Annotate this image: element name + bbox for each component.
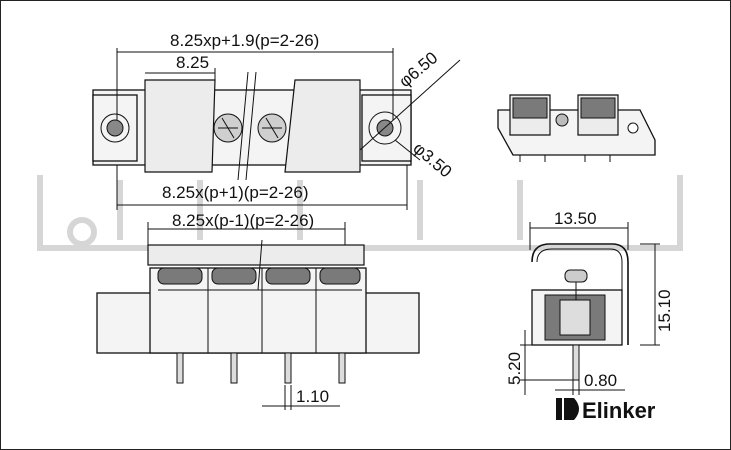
top-view xyxy=(92,48,461,210)
dim-front-span: 8.25x(p-1)(p=2-26) xyxy=(172,211,314,230)
left-mounting-hole xyxy=(100,113,130,143)
dim-pin-thickness: 0.80 xyxy=(584,371,617,390)
dim-pin-length: 5.20 xyxy=(505,352,524,385)
side-view xyxy=(520,222,660,395)
top-cover-right xyxy=(284,79,361,173)
dim-mid-span: 8.25x(p+1)(p=2-26) xyxy=(162,183,308,202)
top-screws xyxy=(213,113,287,143)
dim-pin-width: 1.10 xyxy=(296,387,329,406)
brand-name: Elinker xyxy=(582,398,656,423)
dim-side-height: 15.10 xyxy=(655,289,674,332)
side-pin xyxy=(572,344,580,381)
front-terminals xyxy=(157,267,362,353)
dim-side-width: 13.50 xyxy=(554,209,597,228)
dim-hole-outer: φ6.50 xyxy=(395,48,441,91)
brand-mark-icon xyxy=(556,398,579,420)
isometric-view xyxy=(497,94,656,162)
brand-logo: Elinker xyxy=(556,398,656,423)
right-mounting-hole xyxy=(368,111,402,145)
dim-top-pitch: 8.25 xyxy=(176,53,209,72)
side-cover-outline xyxy=(531,243,629,345)
dim-hole-inner: φ3.50 xyxy=(409,139,455,182)
front-pins xyxy=(176,352,346,384)
dim-top-overall: 8.25xp+1.9(p=2-26) xyxy=(170,31,319,50)
top-cover-left xyxy=(144,79,216,173)
front-view xyxy=(96,222,420,410)
front-cover xyxy=(147,244,365,266)
top-break-lines xyxy=(237,71,257,181)
